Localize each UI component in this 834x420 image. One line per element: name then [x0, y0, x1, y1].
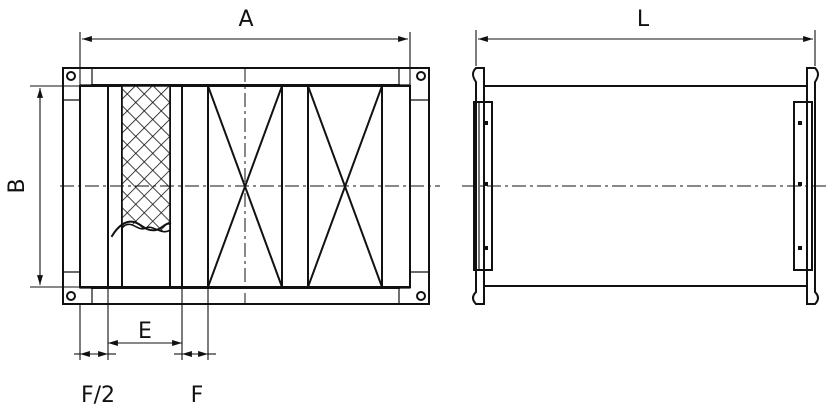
- corner-brackets: [63, 67, 429, 305]
- front-view: [60, 67, 440, 305]
- dimension-L: L: [475, 7, 816, 66]
- bolt-hole: [416, 71, 426, 81]
- label-A: A: [238, 7, 253, 32]
- left-flange: [472, 67, 485, 305]
- bolt-hole: [416, 291, 426, 301]
- rivets: [484, 121, 802, 250]
- side-view: [462, 67, 828, 305]
- torn-edge: [110, 220, 172, 238]
- bolt-hole: [66, 71, 76, 81]
- absorber-mesh: [121, 85, 171, 233]
- label-E: E: [138, 319, 152, 344]
- dimension-A: A: [79, 7, 411, 86]
- dimension-E-F: E F/2 F: [74, 288, 216, 408]
- label-F-half: F/2: [81, 383, 115, 408]
- label-L: L: [637, 7, 650, 32]
- label-F: F: [191, 383, 204, 408]
- bolt-hole: [66, 291, 76, 301]
- dimension-B: B: [5, 85, 80, 288]
- right-flange: [806, 67, 819, 305]
- label-B: B: [5, 178, 30, 193]
